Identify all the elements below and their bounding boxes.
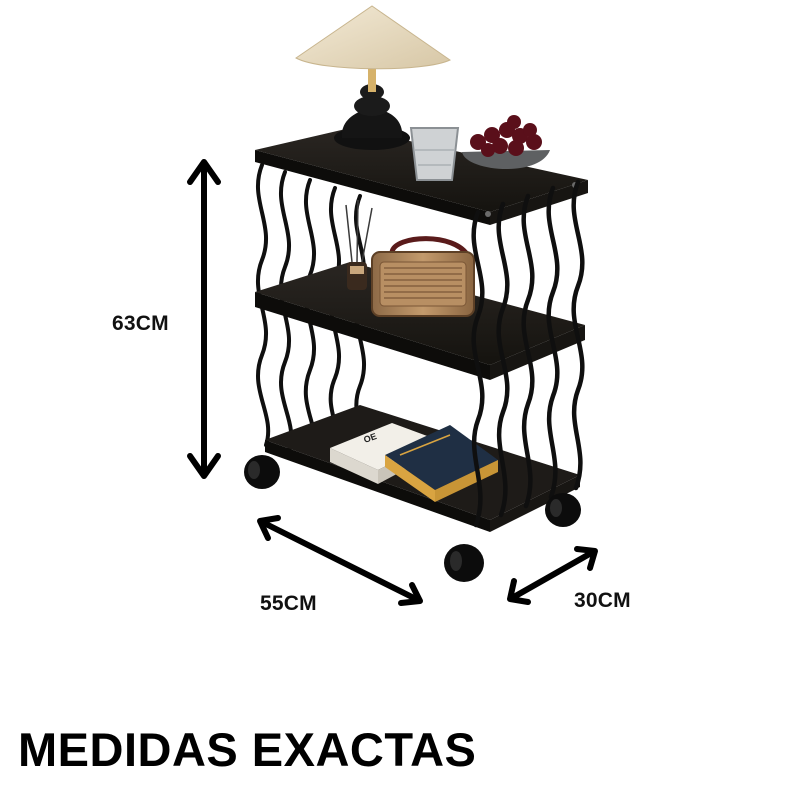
svg-text:OE: OE [362,431,378,445]
front-wavy-bars [471,179,585,528]
books: OE [330,423,498,502]
glass [409,127,460,181]
vintage-radio [371,236,475,317]
height-arrow [187,159,221,479]
depth-dimension-label: 30CM [574,589,631,612]
caster-wheels [244,455,581,582]
height-dimension-label: 63CM [112,312,169,335]
caption-title: MEDIDAS EXACTAS [18,723,477,776]
depth-arrow [507,546,598,605]
width-arrow [257,515,423,606]
diffuser [345,199,373,290]
fruit-bowl [462,115,550,170]
table-lamp [295,5,451,150]
width-dimension-label: 55CM [260,592,317,615]
